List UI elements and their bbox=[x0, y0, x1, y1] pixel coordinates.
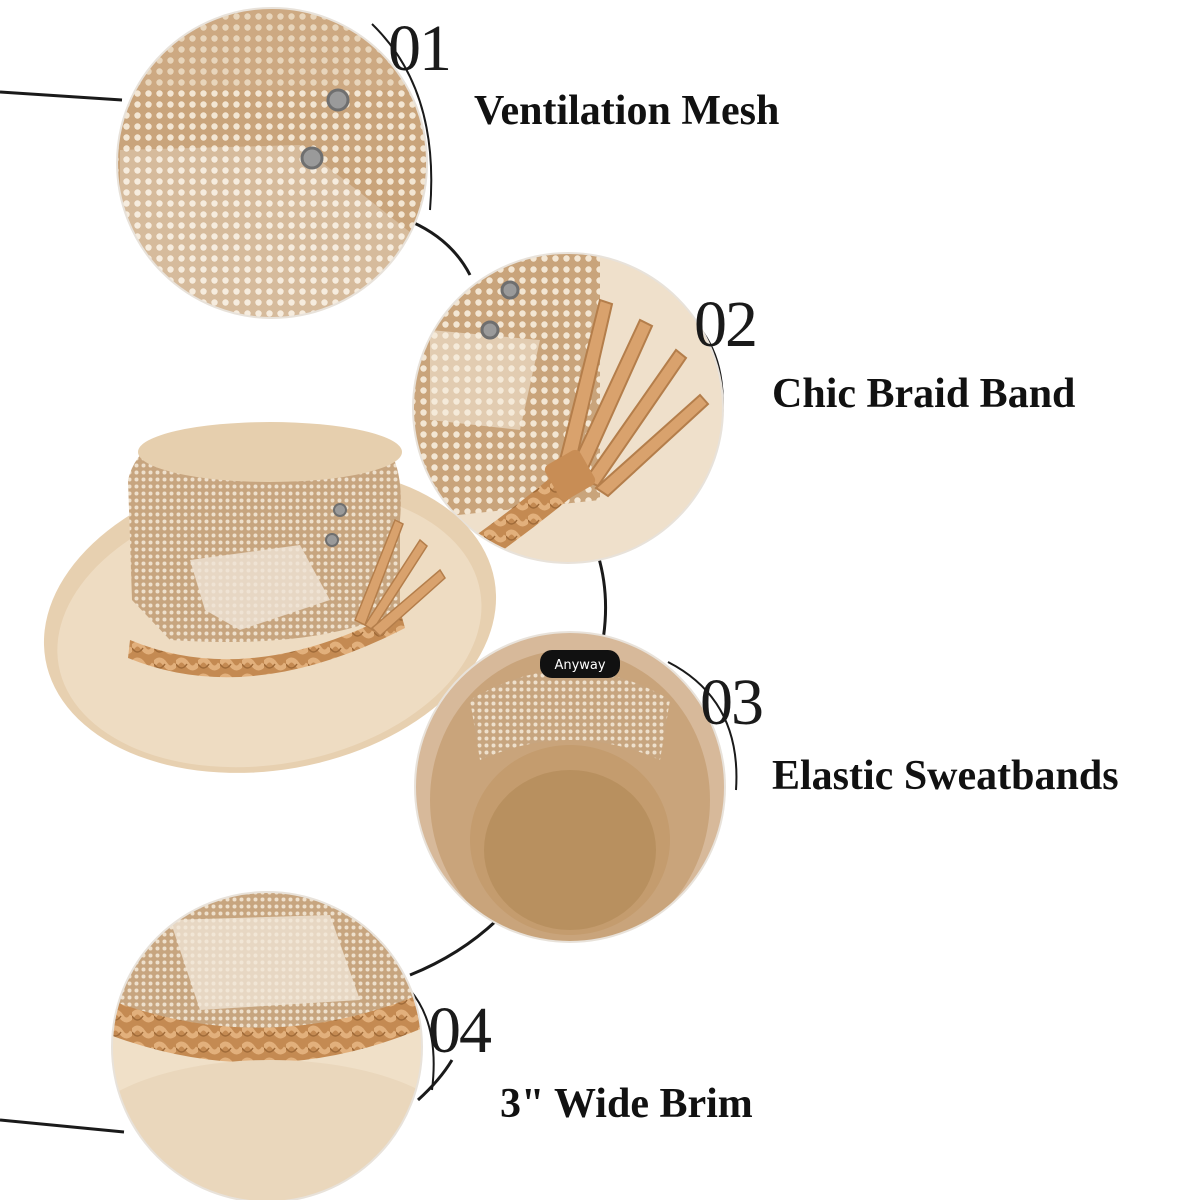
feature-number-01: 01 bbox=[388, 12, 452, 85]
feature-label-elastic-sweatbands: Elastic Sweatbands bbox=[772, 753, 1119, 799]
feature-number-04: 04 bbox=[428, 994, 492, 1067]
sweatband-closeup-photo: Anyway bbox=[415, 632, 725, 942]
feature-label-wide-brim: 3" Wide Brim bbox=[500, 1081, 753, 1127]
connector-line-bottom-left bbox=[0, 1118, 125, 1134]
brand-tag bbox=[540, 650, 620, 678]
circle-frame-3 bbox=[414, 631, 726, 943]
arc-01 bbox=[371, 23, 433, 211]
brim-closeup-photo bbox=[112, 892, 422, 1200]
arc-03 bbox=[667, 661, 738, 791]
feature-label-chic-braid-band: Chic Braid Band bbox=[772, 371, 1076, 417]
hat-main-photo bbox=[43, 422, 497, 773]
circle-frame-2 bbox=[412, 252, 724, 564]
circle-frame-1 bbox=[116, 7, 428, 319]
connector-lines bbox=[0, 90, 608, 1134]
feature-number-02: 02 bbox=[694, 288, 758, 361]
braid-band-closeup-photo bbox=[413, 253, 723, 563]
connector-line-left-top bbox=[0, 90, 123, 102]
connector-line-1-2 bbox=[411, 220, 472, 276]
feature-label-ventilation-mesh: Ventilation Mesh bbox=[474, 88, 780, 134]
mesh-closeup-photo bbox=[117, 8, 427, 318]
feature-number-03: 03 bbox=[700, 666, 764, 739]
circle-frame-4 bbox=[111, 891, 423, 1200]
connector-line-3-4 bbox=[409, 918, 499, 977]
connector-line-2-3 bbox=[596, 554, 608, 641]
arc-04 bbox=[409, 989, 435, 1091]
brand-tag-text: Anyway bbox=[554, 658, 605, 673]
connector-line-4-tail bbox=[416, 1059, 454, 1102]
